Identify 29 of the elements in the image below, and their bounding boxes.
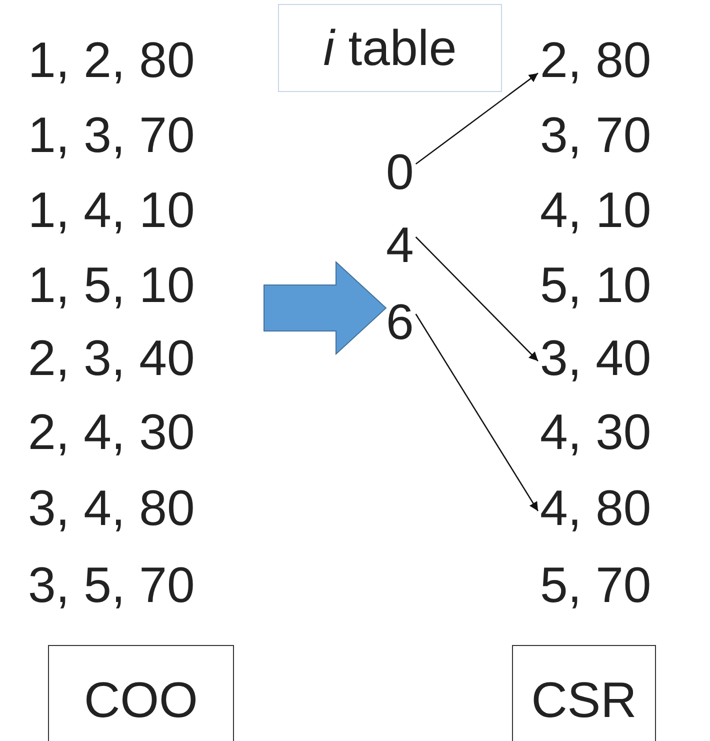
coordinate-entry: 1, 5, 10: [28, 256, 195, 315]
label-box: [512, 645, 656, 741]
column-value-pair: 3, 40: [540, 328, 652, 388]
index-value: 0: [386, 142, 414, 202]
arrow: [415, 72, 538, 165]
label-box: [278, 4, 502, 92]
column-value-pair: 4, 30: [540, 403, 652, 462]
coordinate-entry: 2, 3, 40: [28, 329, 195, 388]
coordinate-entry: 2, 4, 30: [28, 403, 195, 462]
coordinate-entry: 3, 5, 70: [28, 556, 195, 615]
block-arrow: [264, 260, 387, 356]
format-name: COO: [84, 671, 198, 730]
column-value-pair: 5, 70: [540, 556, 652, 615]
index-value: 4: [386, 215, 414, 275]
column-value-pair: 4, 80: [540, 478, 652, 538]
coordinate-entry: 1, 3, 70: [28, 106, 195, 165]
arrow: [415, 236, 538, 362]
column-value-pair: 2, 80: [540, 30, 652, 90]
column-value-pair: 3, 70: [540, 106, 652, 165]
column-value-pair: 4, 10: [540, 181, 652, 240]
coordinate-entry: 3, 4, 80: [28, 479, 195, 538]
index-value: 6: [386, 292, 414, 352]
format-name: CSR: [531, 671, 637, 730]
table-header-label: i table: [323, 19, 457, 78]
coordinate-entry: 1, 2, 80: [28, 31, 195, 90]
label-box: [48, 645, 234, 741]
column-value-pair: 5, 10: [540, 256, 652, 315]
arrow: [415, 314, 539, 512]
coordinate-entry: 1, 4, 10: [28, 181, 195, 240]
